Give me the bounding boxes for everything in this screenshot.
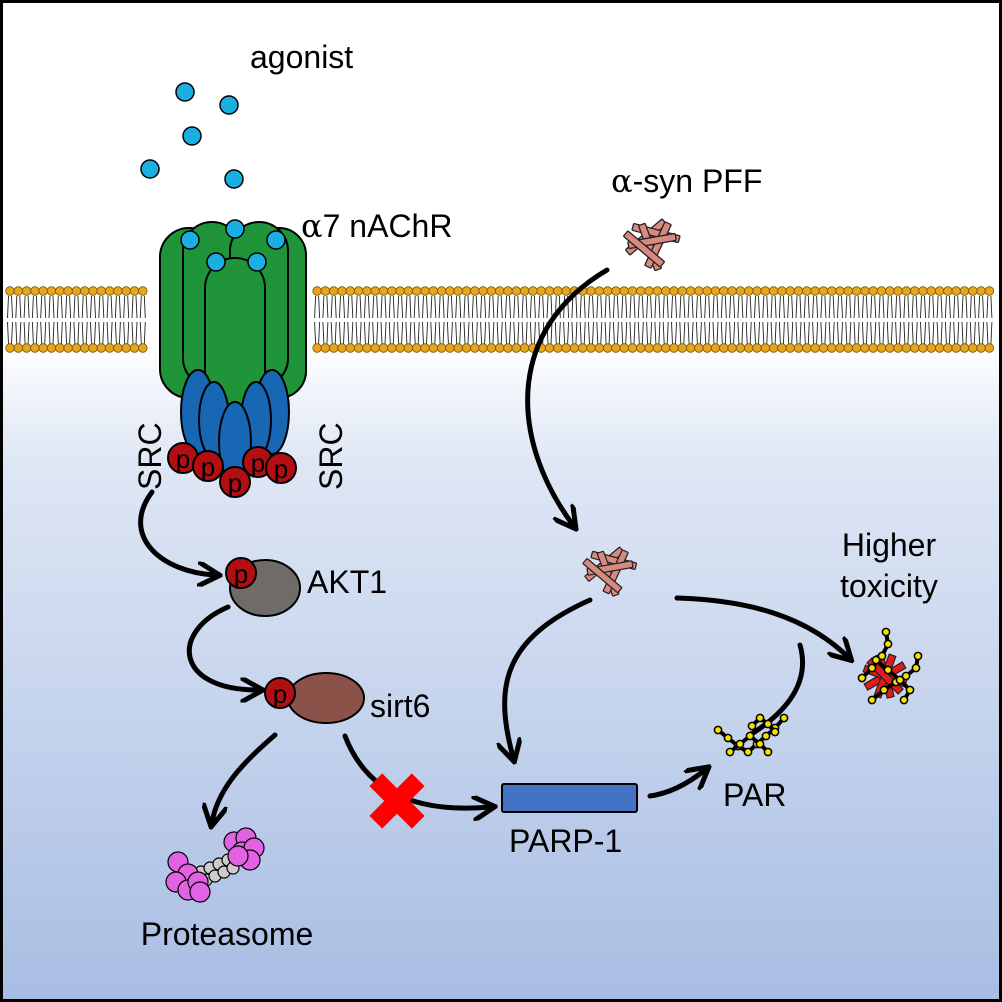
src-kinase-complex xyxy=(180,369,290,483)
arrow-akt1-to-sirt6 xyxy=(186,604,258,690)
agonist-molecule xyxy=(266,230,286,250)
syn-pff-label: α-syn PFF xyxy=(611,162,762,200)
arrow-par-to-toxicity xyxy=(747,642,806,738)
agonist-molecule xyxy=(225,219,245,239)
arrow-parp1-to-par xyxy=(647,770,705,799)
agonist-molecules xyxy=(140,82,286,272)
agonist-molecule xyxy=(182,126,202,146)
phospho-site: p xyxy=(192,450,224,482)
sirt6-label: sirt6 xyxy=(370,688,430,724)
arrow-pff-to-internalized-fibril xyxy=(525,267,610,525)
higher-label: Higher xyxy=(842,527,937,563)
proteasome-icon xyxy=(165,827,265,903)
receptor-phospho-group: p p p p p xyxy=(167,442,297,498)
arrow-sirt6-to-proteasome xyxy=(212,732,278,822)
svg-text:p: p xyxy=(201,452,215,482)
svg-text:p: p xyxy=(274,454,288,484)
agonist-molecule xyxy=(219,95,239,115)
akt1-phospho-site xyxy=(225,557,257,589)
par-label: PAR xyxy=(723,777,786,813)
akt1-protein: p xyxy=(225,557,301,617)
phospho-site: p xyxy=(219,466,251,498)
sirt6-protein: p xyxy=(264,672,365,724)
arrow-fibril-to-parp1 xyxy=(505,597,593,757)
src-right-label: SRC xyxy=(313,422,349,490)
fibril-icon xyxy=(623,218,681,272)
arrow-fibril-to-toxicity xyxy=(674,595,848,657)
alpha7-nachr-receptor xyxy=(159,221,307,409)
agonist-molecule xyxy=(175,82,195,102)
agonist-molecule xyxy=(180,230,200,250)
svg-text:p: p xyxy=(176,444,190,474)
receptor-label: α7 nAChR xyxy=(301,207,452,245)
akt1-label: AKT1 xyxy=(307,564,387,600)
fibril-icon xyxy=(582,546,638,597)
svg-text:p: p xyxy=(273,679,287,709)
arrow-src-to-akt1 xyxy=(138,489,215,575)
par-chain-icon xyxy=(713,713,789,757)
toxicity-label: toxicity xyxy=(840,568,938,604)
agonist-molecule xyxy=(224,169,244,189)
svg-text:p: p xyxy=(234,559,248,589)
parp1-label: PARP-1 xyxy=(509,823,622,859)
agonist-molecule xyxy=(247,252,267,272)
agonist-molecule xyxy=(140,159,160,179)
pathway-arrows xyxy=(138,267,848,822)
svg-text:p: p xyxy=(251,448,265,478)
parp1-protein xyxy=(501,783,638,813)
toxic-fibril-par-complex xyxy=(857,627,923,705)
red-x-icon xyxy=(369,773,425,829)
agonist-label: agonist xyxy=(250,39,353,75)
phospho-site: p xyxy=(265,452,297,484)
agonist-molecule xyxy=(206,252,226,272)
lipid-bilayer xyxy=(5,286,995,353)
src-left-label: SRC xyxy=(132,422,168,490)
cytoplasm xyxy=(0,340,1002,1002)
phospho-site: p xyxy=(167,442,199,474)
sirt6-shape xyxy=(287,672,365,724)
svg-text:p: p xyxy=(228,468,242,498)
proteasome-label: Proteasome xyxy=(141,916,314,952)
